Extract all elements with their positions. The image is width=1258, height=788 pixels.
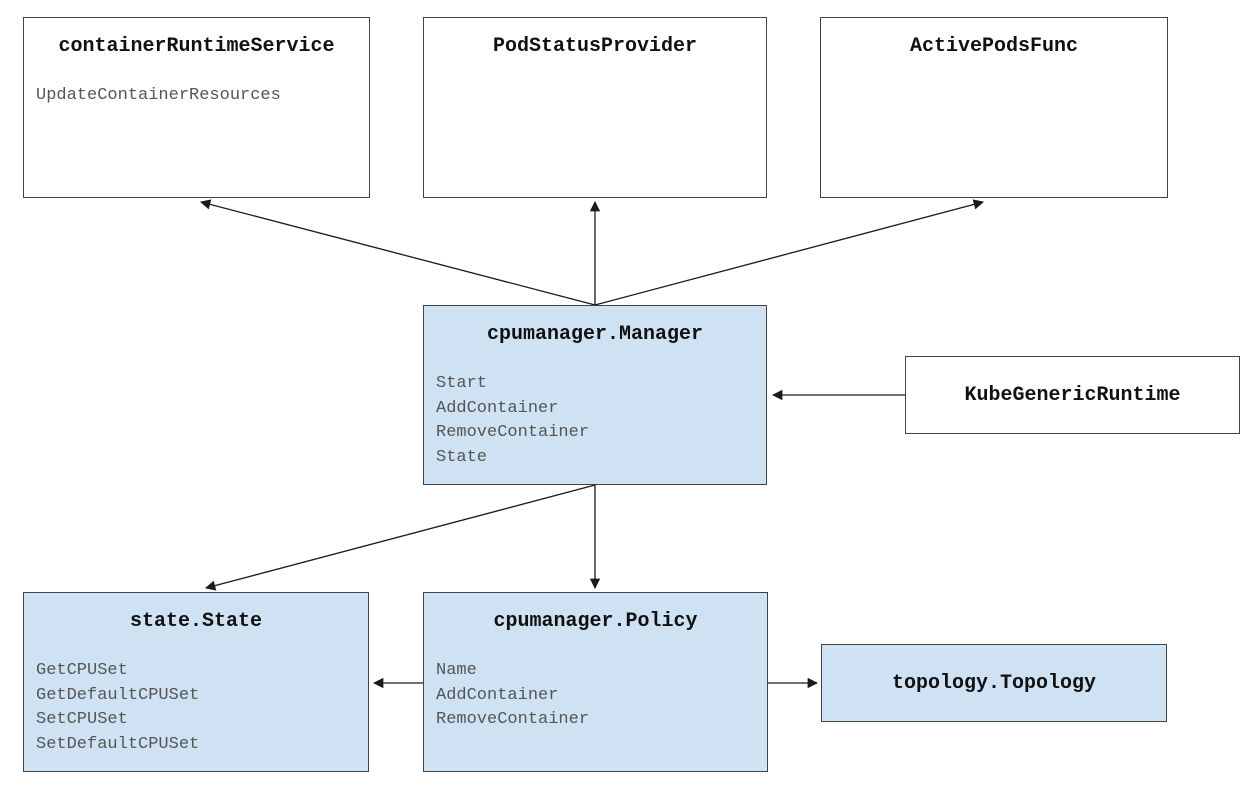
- box-title: topology.Topology: [891, 671, 1097, 695]
- box-title: ActivePodsFunc: [909, 35, 1079, 58]
- method-item: GetCPUSet: [36, 661, 128, 680]
- arrow-manager-to-state: [204, 484, 596, 591]
- box-container-runtime-service: containerRuntimeService UpdateContainerR…: [23, 17, 370, 198]
- box-state-state: state.State GetCPUSet GetDefaultCPUSet S…: [23, 592, 369, 772]
- method-item: RemoveContainer: [436, 423, 590, 442]
- method-item: Start: [436, 374, 488, 393]
- box-title: PodStatusProvider: [492, 35, 698, 58]
- box-title: KubeGenericRuntime: [964, 383, 1181, 407]
- method-item: State: [436, 447, 488, 467]
- box-methods: Name AddContainer RemoveContainer: [436, 659, 767, 733]
- box-active-pods-func: ActivePodsFunc: [820, 17, 1168, 198]
- method-item: AddContainer: [436, 398, 559, 418]
- box-kube-generic-runtime: KubeGenericRuntime: [905, 356, 1240, 434]
- box-title: cpumanager.Manager: [486, 323, 704, 346]
- method-item: RemoveContainer: [436, 710, 590, 729]
- method-item: AddContainer: [436, 685, 559, 705]
- box-title: containerRuntimeService: [58, 35, 335, 58]
- box-cpumanager-policy: cpumanager.Policy Name AddContainer Remo…: [423, 592, 768, 772]
- box-methods: Start AddContainer RemoveContainer State: [436, 372, 766, 470]
- arrow-manager-to-active-pods-func: [594, 199, 985, 306]
- arrow-manager-to-container-runtime-service: [199, 199, 596, 306]
- box-methods: GetCPUSet GetDefaultCPUSet SetCPUSet Set…: [36, 659, 368, 757]
- box-topology-topology: topology.Topology: [821, 644, 1167, 722]
- method-item: GetDefaultCPUSet: [36, 685, 200, 705]
- method-item: UpdateContainerResources: [36, 86, 281, 105]
- method-item: Name: [436, 661, 477, 680]
- method-item: SetCPUSet: [36, 710, 128, 729]
- box-title: state.State: [129, 610, 263, 633]
- method-item: SetDefaultCPUSet: [36, 734, 200, 754]
- box-methods: UpdateContainerResources: [36, 84, 369, 109]
- box-title: cpumanager.Policy: [493, 610, 698, 633]
- box-pod-status-provider: PodStatusProvider: [423, 17, 767, 198]
- box-cpumanager-manager: cpumanager.Manager Start AddContainer Re…: [423, 305, 767, 485]
